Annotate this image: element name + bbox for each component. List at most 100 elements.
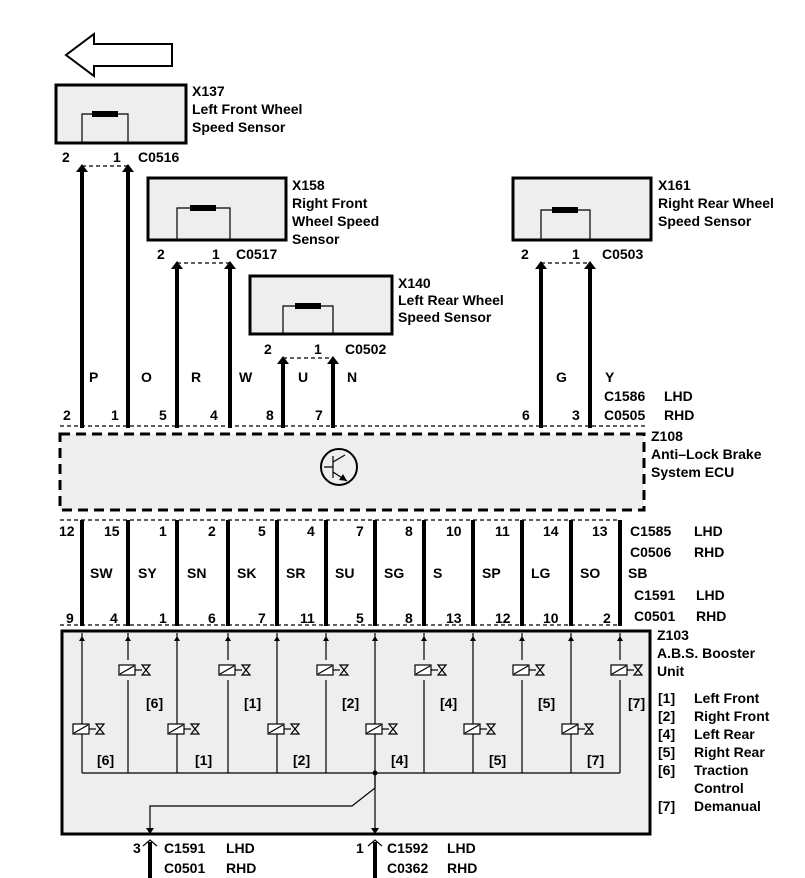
legend-key: [7] bbox=[658, 798, 675, 814]
wire-color-label: R bbox=[191, 369, 201, 385]
wire-color-label: SP bbox=[482, 565, 501, 581]
connector-label: C0505 bbox=[604, 407, 645, 423]
connector-label: C1591 bbox=[634, 587, 675, 603]
variant-label: LHD bbox=[226, 840, 255, 856]
variant-label: RHD bbox=[664, 407, 694, 423]
pin-label: 8 bbox=[405, 523, 413, 539]
sensor-name: Left Front Wheel bbox=[192, 101, 302, 117]
connector-label: C0517 bbox=[236, 246, 277, 262]
variant-label: LHD bbox=[447, 840, 476, 856]
valve-tag: [4] bbox=[440, 695, 457, 711]
connector-label: C0516 bbox=[138, 149, 179, 165]
valve-tag: [5] bbox=[489, 752, 506, 768]
solenoid-valve-icon bbox=[610, 664, 644, 676]
ecu-id: Z108 bbox=[651, 428, 683, 444]
pin-label: 1 bbox=[159, 523, 167, 539]
pin-label: 4 bbox=[110, 610, 118, 626]
booster-wires bbox=[60, 519, 622, 626]
valve-tag: [7] bbox=[587, 752, 604, 768]
legend-text: Traction bbox=[694, 762, 748, 778]
pin-label: 11 bbox=[300, 610, 315, 626]
valve-tag: [4] bbox=[391, 752, 408, 768]
connector-label: C1586 bbox=[604, 388, 645, 404]
connector-label: C1592 bbox=[387, 840, 428, 856]
legend-key: [4] bbox=[658, 726, 675, 742]
pin-label: 2 bbox=[63, 407, 71, 423]
pin-label: 12 bbox=[59, 523, 75, 539]
wire-color-label: P bbox=[89, 369, 98, 385]
pin-label: 4 bbox=[307, 523, 315, 539]
direction-arrow-icon bbox=[64, 32, 173, 78]
wire-color-label: SO bbox=[580, 565, 600, 581]
connector-label: C0506 bbox=[630, 544, 671, 560]
wire-color-label: U bbox=[298, 369, 308, 385]
sensor-name: Left Rear Wheel bbox=[398, 292, 504, 308]
top-wire-labels: P O R W U N G Y 2 1 5 4 8 7 6 3 C1586 LH… bbox=[63, 369, 694, 423]
pin-label: 8 bbox=[405, 610, 413, 626]
sensor-x140: X140 Left Rear Wheel Speed Sensor 2 1 C0… bbox=[248, 274, 504, 359]
sensor-x137: X137 Left Front Wheel Speed Sensor 2 1 C… bbox=[54, 83, 302, 167]
wire-color-label: N bbox=[347, 369, 357, 385]
pin-label: 13 bbox=[446, 610, 462, 626]
pin-label: 1 bbox=[111, 407, 119, 423]
pin-label: 13 bbox=[592, 523, 608, 539]
sensor-name: Speed Sensor bbox=[192, 119, 286, 135]
booster-name: A.B.S. Booster bbox=[657, 645, 756, 661]
valve-tag: [7] bbox=[628, 695, 645, 711]
sensor-id: X158 bbox=[292, 177, 325, 193]
booster-name: Unit bbox=[657, 663, 685, 679]
variant-label: RHD bbox=[447, 860, 477, 876]
wire-color-label: G bbox=[556, 369, 567, 385]
sensor-name: Wheel Speed bbox=[292, 213, 379, 229]
pin-label: 1 bbox=[212, 246, 220, 262]
booster-id: Z103 bbox=[657, 627, 689, 643]
solenoid-valve-icon bbox=[72, 723, 106, 735]
pin-label: 2 bbox=[157, 246, 165, 262]
ground-outputs: 3 C1591 LHD C0501 RHD 1 C1592 LHD C0362 … bbox=[133, 839, 477, 878]
ecu-name: System ECU bbox=[651, 464, 734, 480]
pin-label: 7 bbox=[356, 523, 364, 539]
pin-label: 1 bbox=[356, 840, 364, 856]
pin-label: 1 bbox=[159, 610, 167, 626]
wire-color-label: SW bbox=[90, 565, 113, 581]
valve-tag: [6] bbox=[97, 752, 114, 768]
wire-color-label: LG bbox=[531, 565, 551, 581]
wire-color-label: SB bbox=[628, 565, 647, 581]
legend-key: [6] bbox=[658, 762, 675, 778]
pin-label: 1 bbox=[113, 149, 121, 165]
legend-text: Right Rear bbox=[694, 744, 765, 760]
wire-color-label: SG bbox=[384, 565, 404, 581]
solenoid-valve-icon bbox=[561, 723, 595, 735]
valve-tag: [1] bbox=[244, 695, 261, 711]
variant-label: LHD bbox=[664, 388, 693, 404]
legend-text: Demanual bbox=[694, 798, 761, 814]
pin-label: 15 bbox=[104, 523, 120, 539]
wire-color-label: Y bbox=[605, 369, 615, 385]
solenoid-valve-icon bbox=[414, 664, 448, 676]
solenoid-valve-icon bbox=[316, 664, 350, 676]
pin-label: 2 bbox=[208, 523, 216, 539]
valve-tag: [2] bbox=[293, 752, 310, 768]
pin-label: 2 bbox=[62, 149, 70, 165]
pin-label: 9 bbox=[66, 610, 74, 626]
pin-label: 3 bbox=[133, 840, 141, 856]
legend-text: Control bbox=[694, 780, 744, 796]
pin-label: 12 bbox=[495, 610, 511, 626]
pin-label: 6 bbox=[208, 610, 216, 626]
pin-label: 3 bbox=[572, 407, 580, 423]
pin-label: 10 bbox=[543, 610, 559, 626]
sensor-name: Right Rear Wheel bbox=[658, 195, 774, 211]
connector-label: C0501 bbox=[164, 860, 205, 876]
pin-label: 5 bbox=[258, 523, 266, 539]
valve-tag: [2] bbox=[342, 695, 359, 711]
connector-label: C1585 bbox=[630, 523, 671, 539]
legend: [1] Left Front [2] Right Front [4] Left … bbox=[658, 690, 770, 814]
sensor-name: Right Front bbox=[292, 195, 368, 211]
wire-color-label: O bbox=[141, 369, 152, 385]
pin-label: 10 bbox=[446, 523, 462, 539]
sensor-x161: X161 Right Rear Wheel Speed Sensor 2 1 C… bbox=[511, 176, 774, 264]
wire-color-label: SY bbox=[138, 565, 157, 581]
legend-text: Left Rear bbox=[694, 726, 755, 742]
variant-label: RHD bbox=[226, 860, 256, 876]
